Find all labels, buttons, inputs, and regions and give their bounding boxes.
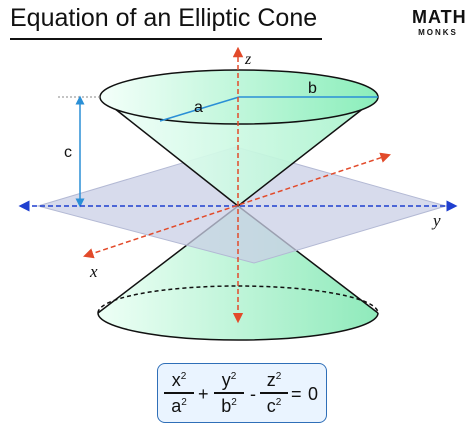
term-y-fraction: y2 b2 xyxy=(214,369,244,417)
label-b: b xyxy=(308,80,317,97)
page-title: Equation of an Elliptic Cone xyxy=(10,4,318,32)
semi-axis-a-line xyxy=(159,96,240,122)
term-x-denominator: a xyxy=(171,395,182,416)
brand-logo: MATH MONKS xyxy=(412,7,467,42)
term-z-numerator: z xyxy=(266,370,276,390)
minus-operator: - xyxy=(250,384,256,404)
axis-label-x: x xyxy=(89,262,98,281)
term-x-fraction: x2 a2 xyxy=(164,369,194,417)
equals-sign: = xyxy=(291,384,302,404)
term-y-numerator: y xyxy=(221,370,231,390)
logo-line1: MATH xyxy=(412,7,467,27)
term-y-denominator: b xyxy=(221,395,232,416)
term-z-denominator: c xyxy=(266,395,276,416)
term-z-fraction: z2 c2 xyxy=(260,369,288,417)
equation-rhs: 0 xyxy=(308,384,319,404)
title-underline xyxy=(10,38,322,40)
logo-subtitle: MONKS xyxy=(418,28,458,37)
plus-operator: + xyxy=(198,384,209,404)
axis-label-z: z xyxy=(244,51,252,68)
lower-ellipse-front xyxy=(97,312,379,341)
term-x-numerator: x xyxy=(171,370,181,390)
x-axis xyxy=(83,152,391,259)
axis-label-y: y xyxy=(431,211,441,230)
label-a: a xyxy=(194,99,203,116)
label-c: c xyxy=(64,144,72,161)
logo-wordmark: MATH xyxy=(412,7,467,27)
